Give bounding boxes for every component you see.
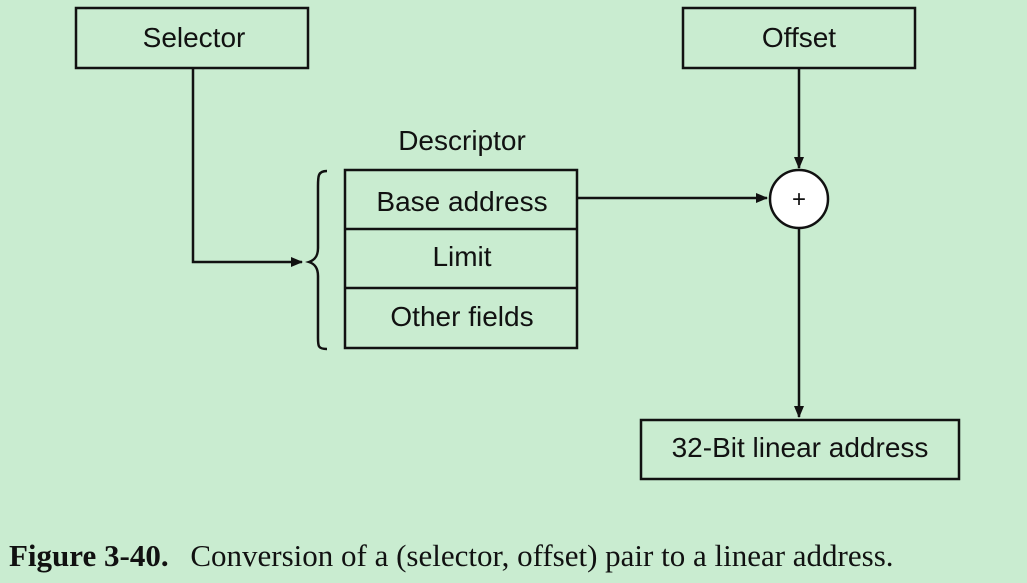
descriptor-title: Descriptor (398, 125, 526, 156)
descriptor-table: Base address Limit Other fields (343, 168, 579, 350)
selector-box: Selector (74, 6, 310, 70)
figure-number: Figure 3-40. (9, 538, 169, 573)
descriptor-field-base-address: Base address (376, 186, 547, 217)
figure-caption-text: Conversion of a (selector, offset) pair … (190, 538, 893, 573)
selector-label: Selector (143, 22, 246, 53)
adder-circle: + (768, 168, 830, 230)
offset-box: Offset (681, 6, 917, 70)
linear-address-label: 32-Bit linear address (672, 432, 929, 463)
offset-label: Offset (762, 22, 836, 53)
descriptor-brace (305, 169, 328, 351)
linear-address-box: 32-Bit linear address (639, 418, 961, 481)
plus-icon: + (792, 186, 806, 213)
figure-caption: Figure 3-40. Conversion of a (selector, … (9, 538, 894, 573)
descriptor-field-other-fields: Other fields (390, 301, 533, 332)
descriptor-field-limit: Limit (432, 241, 491, 272)
selector-to-descriptor-arrow (191, 68, 303, 267)
